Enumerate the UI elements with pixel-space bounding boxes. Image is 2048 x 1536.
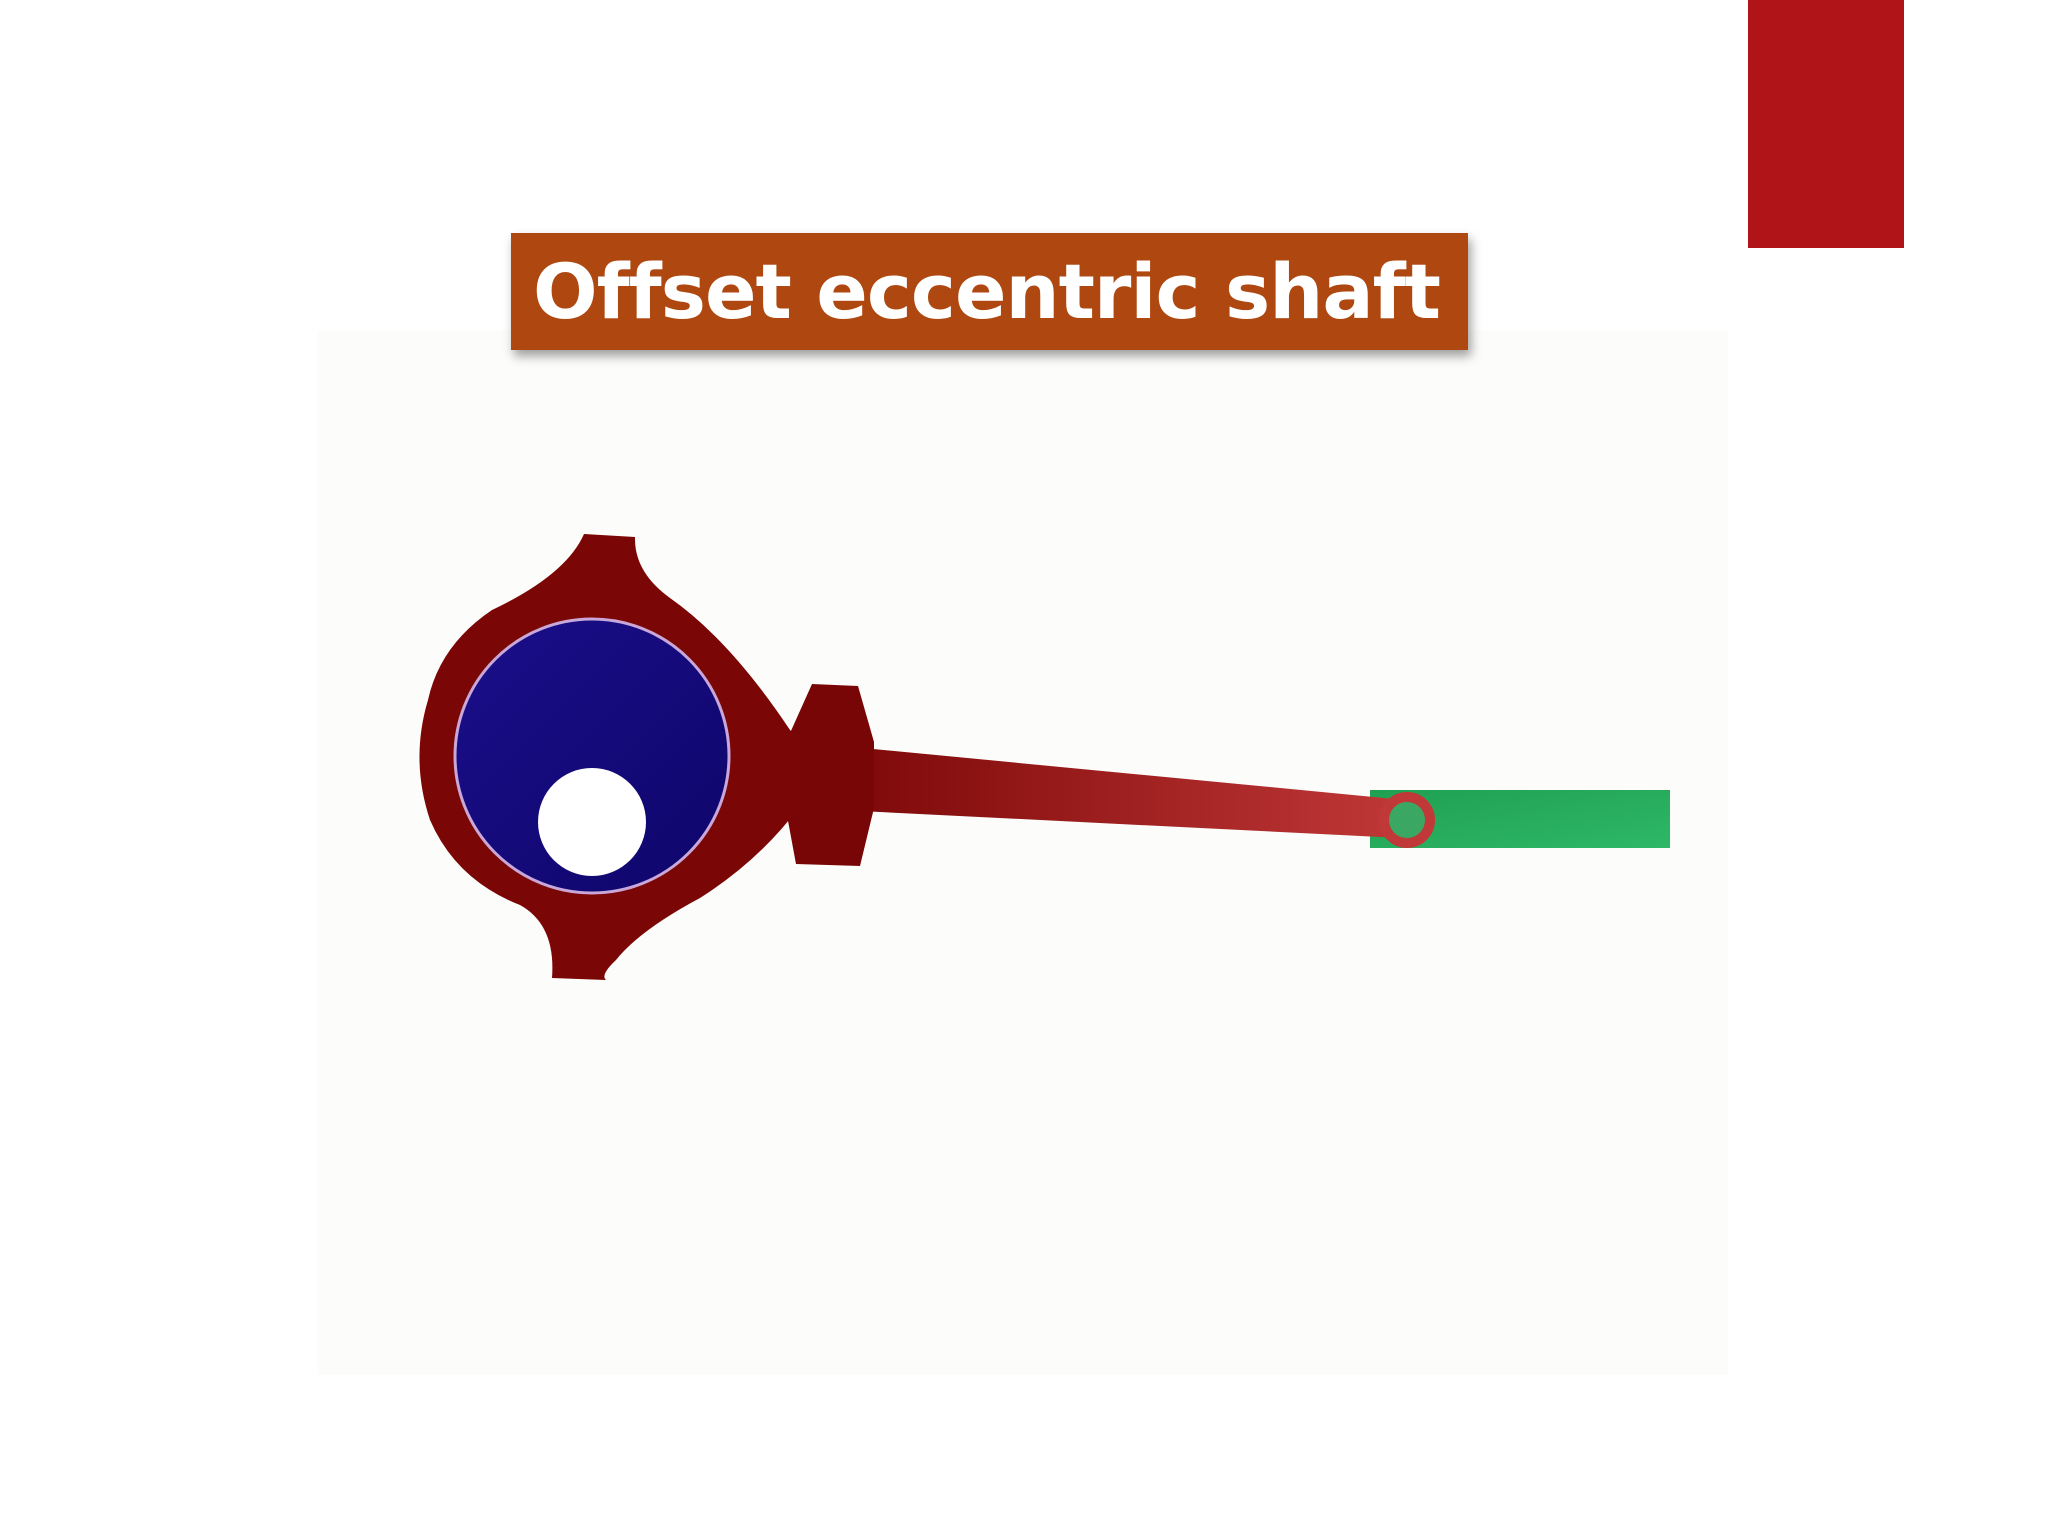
connecting-rod (800, 742, 1405, 838)
eccentric-disc (453, 617, 731, 895)
corner-accent (1748, 0, 1904, 248)
pin-joint (1379, 792, 1435, 848)
page-title: Offset eccentric shaft (533, 246, 1441, 336)
shaft-hole (538, 768, 646, 876)
title-bar: Offset eccentric shaft (511, 233, 1468, 350)
rod-neck-block (786, 684, 874, 866)
